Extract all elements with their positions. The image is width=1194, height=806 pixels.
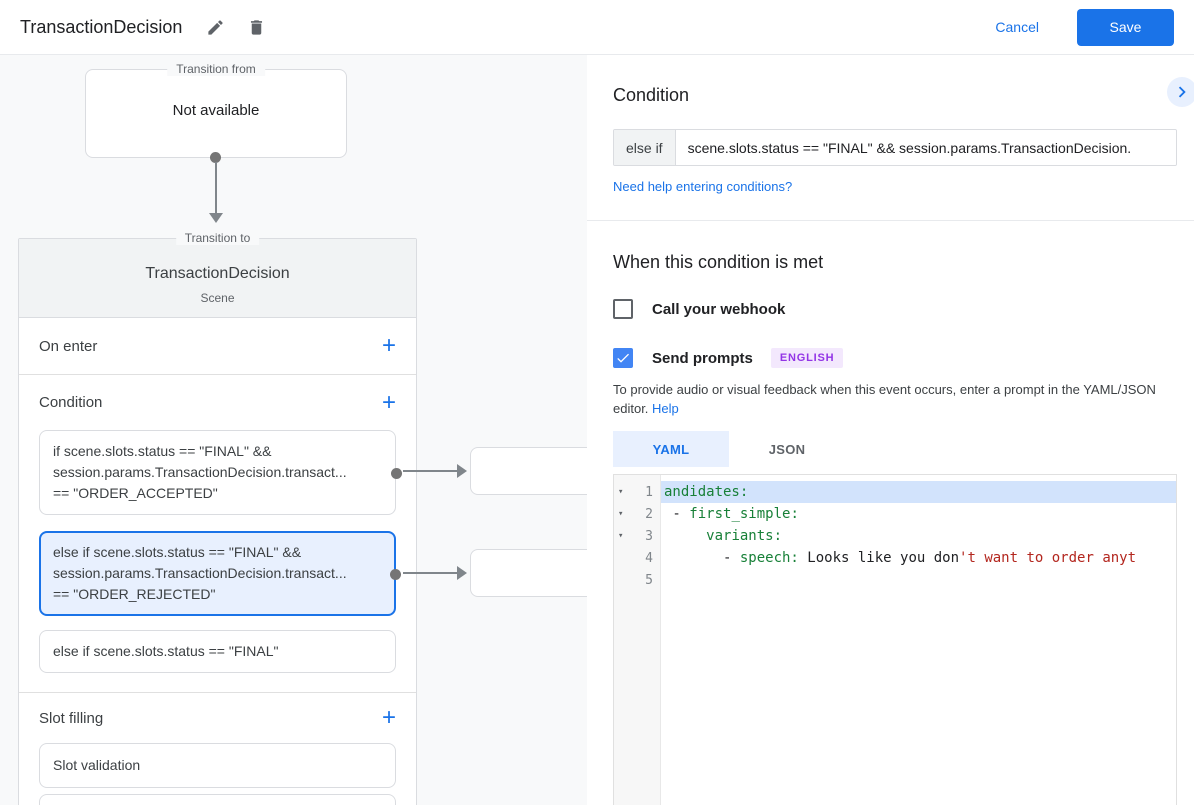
yaml-token (664, 528, 706, 544)
yaml-token: speech: (739, 550, 799, 566)
connector-dot (391, 467, 402, 479)
transition-target-node[interactable] (470, 447, 587, 495)
scene-header[interactable]: TransactionDecision Scene (19, 239, 416, 318)
transition-to-legend: Transition to (175, 231, 260, 245)
connector-line (215, 162, 217, 214)
send-prompts-label: Send prompts (652, 349, 753, 367)
call-webhook-checkbox[interactable] (613, 299, 633, 319)
line-number: 5 (645, 572, 653, 588)
slot-validation-card[interactable]: Slot validation (39, 743, 396, 788)
transition-from-legend: Transition from (167, 62, 265, 76)
tab-yaml[interactable]: YAML (613, 431, 729, 467)
line-number: 2 (645, 506, 653, 522)
code-line-5 (661, 569, 1176, 591)
editor-gutter: ▾ 1 ▾ 2 ▾ 3 4 5 (614, 475, 661, 805)
code-line-1: andidates: (661, 481, 1176, 503)
transition-target-node[interactable] (470, 549, 587, 597)
connector-dot (210, 152, 221, 163)
language-badge: ENGLISH (770, 348, 844, 368)
feedback-hint: To provide audio or visual feedback when… (613, 380, 1177, 418)
condition-line: == "ORDER_ACCEPTED" (53, 485, 218, 501)
page-title: TransactionDecision (20, 16, 183, 37)
fold-icon[interactable]: ▾ (618, 531, 624, 541)
connector-line (403, 572, 457, 574)
yaml-token: 't want to order anyt (959, 550, 1137, 566)
fold-icon[interactable]: ▾ (618, 509, 624, 519)
editor-code-area[interactable]: andidates: - first_simple: variants: - s… (661, 475, 1176, 805)
yaml-token: first_simple: (689, 506, 799, 522)
chevron-right-icon (1178, 86, 1186, 98)
condition-expression-input[interactable] (675, 130, 1176, 165)
feedback-text: To provide audio or visual feedback when… (613, 382, 1156, 416)
slot-filling-section: Slot filling + Slot validation (19, 693, 416, 805)
save-button[interactable]: Save (1077, 8, 1174, 46)
on-enter-section: On enter + (19, 318, 416, 375)
arrow-right-icon (457, 464, 467, 478)
condition-card-final[interactable]: else if scene.slots.status == "FINAL" (39, 630, 396, 673)
trash-icon (251, 19, 263, 35)
condition-line: session.params.TransactionDecision.trans… (53, 565, 347, 581)
condition-label: Condition (39, 394, 103, 411)
code-line-3: variants: (661, 525, 1176, 547)
feedback-help-link[interactable]: Help (652, 401, 679, 416)
transition-to-box: Transition to TransactionDecision Scene … (18, 231, 417, 805)
line-number: 4 (645, 550, 653, 566)
scene-diagram: Transition from Not available Transition… (0, 55, 587, 805)
yaml-token: andidates: (664, 484, 749, 500)
section-divider (587, 220, 1194, 221)
yaml-token: - (664, 506, 690, 522)
transition-from-value: Not available (172, 102, 260, 119)
line-number: 1 (645, 484, 653, 500)
conditions-help-link[interactable]: Need help entering conditions? (613, 179, 793, 194)
yaml-token: Looks like you don (798, 550, 960, 566)
code-line-4: - speech: Looks like you don't want to o… (661, 547, 1176, 569)
add-on-enter-button[interactable]: + (381, 332, 396, 359)
arrow-right-icon (457, 566, 467, 580)
webhook-row: Call your webhook (613, 299, 1194, 319)
connector-dot (390, 568, 401, 580)
editor-format-tabs: YAML JSON (613, 431, 1194, 467)
arrow-down-icon (209, 213, 223, 223)
scene-type-label: Scene (200, 291, 235, 305)
edit-title-button[interactable] (202, 14, 229, 41)
tab-json[interactable]: JSON (729, 431, 845, 467)
condition-line: if scene.slots.status == "FINAL" && (53, 443, 272, 459)
on-enter-label: On enter (39, 337, 98, 355)
condition-heading: Condition (613, 85, 690, 105)
yaml-token: - (664, 550, 740, 566)
add-slot-button[interactable]: + (381, 704, 396, 731)
line-number: 3 (645, 528, 653, 544)
condition-section: Condition + if scene.slots.status == "FI… (19, 375, 416, 693)
condition-editor-panel: Condition else if Need help entering con… (587, 55, 1194, 805)
condition-line: session.params.TransactionDecision.trans… (53, 464, 347, 480)
top-bar: TransactionDecision Cancel Save (0, 0, 1194, 55)
scene-title: TransactionDecision (145, 265, 290, 282)
when-condition-heading: When this condition is met (613, 252, 824, 272)
transition-from-box[interactable]: Transition from Not available (85, 62, 347, 158)
connector-line (403, 470, 457, 472)
add-condition-button[interactable]: + (381, 388, 396, 416)
collapse-panel-button[interactable] (1167, 77, 1194, 107)
condition-line: else if scene.slots.status == "FINAL" && (53, 544, 302, 560)
send-prompts-checkbox[interactable] (613, 348, 633, 368)
pencil-icon (208, 19, 224, 35)
clipped-card[interactable] (39, 794, 396, 805)
condition-line: else if scene.slots.status == "FINAL" (53, 643, 279, 659)
check-icon (617, 353, 629, 363)
fold-icon[interactable]: ▾ (618, 487, 624, 497)
code-line-2: - first_simple: (661, 503, 1176, 525)
condition-input-group: else if (613, 129, 1177, 166)
condition-card-rejected-selected[interactable]: else if scene.slots.status == "FINAL" &&… (39, 531, 401, 616)
condition-prefix-label: else if (614, 130, 676, 165)
delete-scene-button[interactable] (243, 14, 270, 41)
send-prompts-row: Send prompts ENGLISH (613, 348, 1194, 368)
yaml-token: variants: (706, 528, 783, 544)
call-webhook-label: Call your webhook (652, 300, 786, 318)
condition-line: == "ORDER_REJECTED" (53, 586, 216, 602)
yaml-code-editor: ▾ 1 ▾ 2 ▾ 3 4 5 (613, 474, 1177, 805)
slot-filling-label: Slot filling (39, 709, 104, 727)
cancel-button[interactable]: Cancel (995, 19, 1039, 35)
condition-card-accepted[interactable]: if scene.slots.status == "FINAL" && sess… (39, 430, 402, 515)
